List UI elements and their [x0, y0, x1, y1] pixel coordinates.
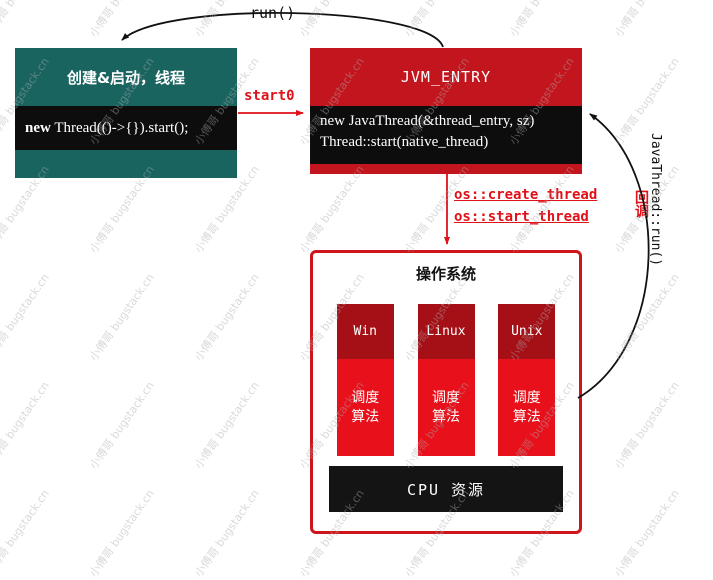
os-calls-label: os::create_thread os::start_thread	[454, 184, 597, 228]
run-arrow-label: run()	[250, 4, 296, 22]
scheduler-line-1: 调度	[432, 389, 460, 406]
scheduler-line-1: 调度	[351, 389, 380, 406]
os-column-win-name: Win	[336, 304, 394, 359]
os-column-unix-scheduler: 调度 算法	[498, 359, 556, 456]
scheduler-line-2: 算法	[432, 408, 460, 425]
diagram-canvas: 创建&启动，线程 new Thread(()->{}).start(); JVM…	[15, 4, 663, 534]
thread-create-box: 创建&启动，线程 new Thread(()->{}).start();	[15, 48, 237, 178]
os-create-thread-label: os::create_thread	[454, 187, 598, 203]
jvm-code-line-2: Thread::start(native_thread)	[320, 134, 489, 150]
thread-create-code: new Thread(()->{}).start();	[15, 106, 237, 150]
os-start-thread-label: os::start_thread	[454, 209, 589, 225]
thread-create-title: 创建&启动，线程	[66, 68, 186, 87]
os-columns: Win 调度 算法 Linux 调度 算法 Unix 调度 算法	[313, 304, 579, 456]
os-column-linux: Linux 调度 算法	[417, 304, 475, 456]
jvm-code-line-1: new JavaThread(&thread_entry, sz)	[320, 113, 535, 129]
scheduler-line-2: 算法	[512, 408, 541, 425]
scheduler-line-1: 调度	[512, 389, 541, 406]
os-column-linux-scheduler: 调度 算法	[417, 359, 475, 456]
code-keyword-new: new	[25, 119, 51, 136]
cpu-resource-bar: CPU 资源	[329, 466, 563, 512]
os-box: 操作系统 Win 调度 算法 Linux 调度 算法 Unix 调度	[310, 250, 582, 534]
os-column-win-scheduler: 调度 算法	[336, 359, 394, 456]
os-box-title: 操作系统	[415, 265, 476, 283]
jvm-entry-code: new JavaThread(&thread_entry, sz) Thread…	[310, 106, 582, 164]
os-column-unix-name: Unix	[498, 304, 556, 359]
jvm-entry-box: JVM_ENTRY new JavaThread(&thread_entry, …	[310, 48, 582, 174]
callback-method-label: JavaThread::run()	[648, 133, 663, 267]
os-column-unix: Unix 调度 算法	[498, 304, 556, 456]
jvm-entry-title: JVM_ENTRY	[400, 68, 492, 86]
scheduler-line-2: 算法	[351, 408, 380, 425]
code-rest: Thread(()->{}).start();	[50, 119, 189, 136]
os-column-win: Win 调度 算法	[336, 304, 394, 456]
start0-arrow-label: start0	[244, 88, 295, 104]
os-column-linux-name: Linux	[417, 304, 475, 359]
